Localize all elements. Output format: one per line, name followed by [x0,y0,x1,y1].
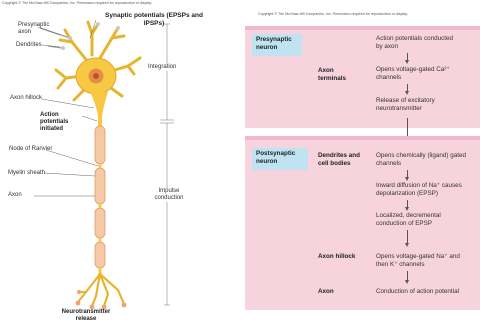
presynaptic-neuron-tag: Presynaptic neuron [252,34,302,56]
label-node-of-ranvier: Node of Ranvier [9,146,52,153]
step-voltage-gated-na-k: Opens voltage-gated Na⁺ and then K⁺ chan… [376,253,468,268]
label-axon-hillock: Axon hillock [10,95,42,102]
label-axon: Axon [8,192,22,199]
arrow-post-4 [407,271,408,281]
label-myelin-sheath: Myelin sheath [8,170,45,177]
postsynaptic-neuron-tag: Postsynaptic neuron [252,148,308,170]
arrow-between-neurons [407,118,408,138]
axon-label: Axon [318,288,334,296]
label-presynaptic-axon: Presynaptic axon [18,22,54,36]
label-neurotransmitter-release: Neurotransmitter release [56,309,116,323]
arrow-pre-1 [407,53,408,61]
step-ligand-gated-channels: Opens chemically (ligand) gated channels [376,152,468,167]
arrow-post-1 [407,170,408,178]
label-impulse-conduction: Impulse conduction [152,188,186,202]
label-dendrites: Dendrites [16,42,42,49]
step-action-potentials-conducted: Action potentials conducted by axon [376,35,456,50]
step-na-depolarization: Inward diffusion of Na⁺ causes depolariz… [376,182,476,197]
axon-terminals-label: Axon terminals [318,67,358,82]
dendrites-cell-bodies-label: Dendrites and cell bodies [318,152,372,167]
step-conduction-action-potential: Conduction of action potential [376,288,459,296]
step-release-neurotransmitter: Release of excitatory neurotransmitter [376,97,456,112]
label-integration: Integration [146,64,178,71]
step-decremental-conduction: Localized, decremental conduction of EPS… [376,212,468,227]
arrow-pre-2 [407,84,408,92]
axon-hillock-label: Axon hillock [318,253,355,261]
label-action-potentials-initiated: Action potentials initiated [40,112,84,133]
arrow-post-3 [407,230,408,244]
step-opens-ca-channels: Opens voltage-gated Ca²⁺ channels [376,66,456,81]
presynaptic-tag-text: Presynaptic neuron [256,36,292,51]
synaptic-potentials-text: Synaptic potentials (EPSPs and IPSPs) [105,12,203,27]
postsynaptic-tag-text: Postsynaptic neuron [256,150,295,165]
right-copyright: Copyright © The McGraw-Hill Companies, I… [258,12,408,16]
arrow-post-2 [407,200,408,208]
synaptic-potentials-title: Synaptic potentials (EPSPs and IPSPs) [104,12,204,27]
